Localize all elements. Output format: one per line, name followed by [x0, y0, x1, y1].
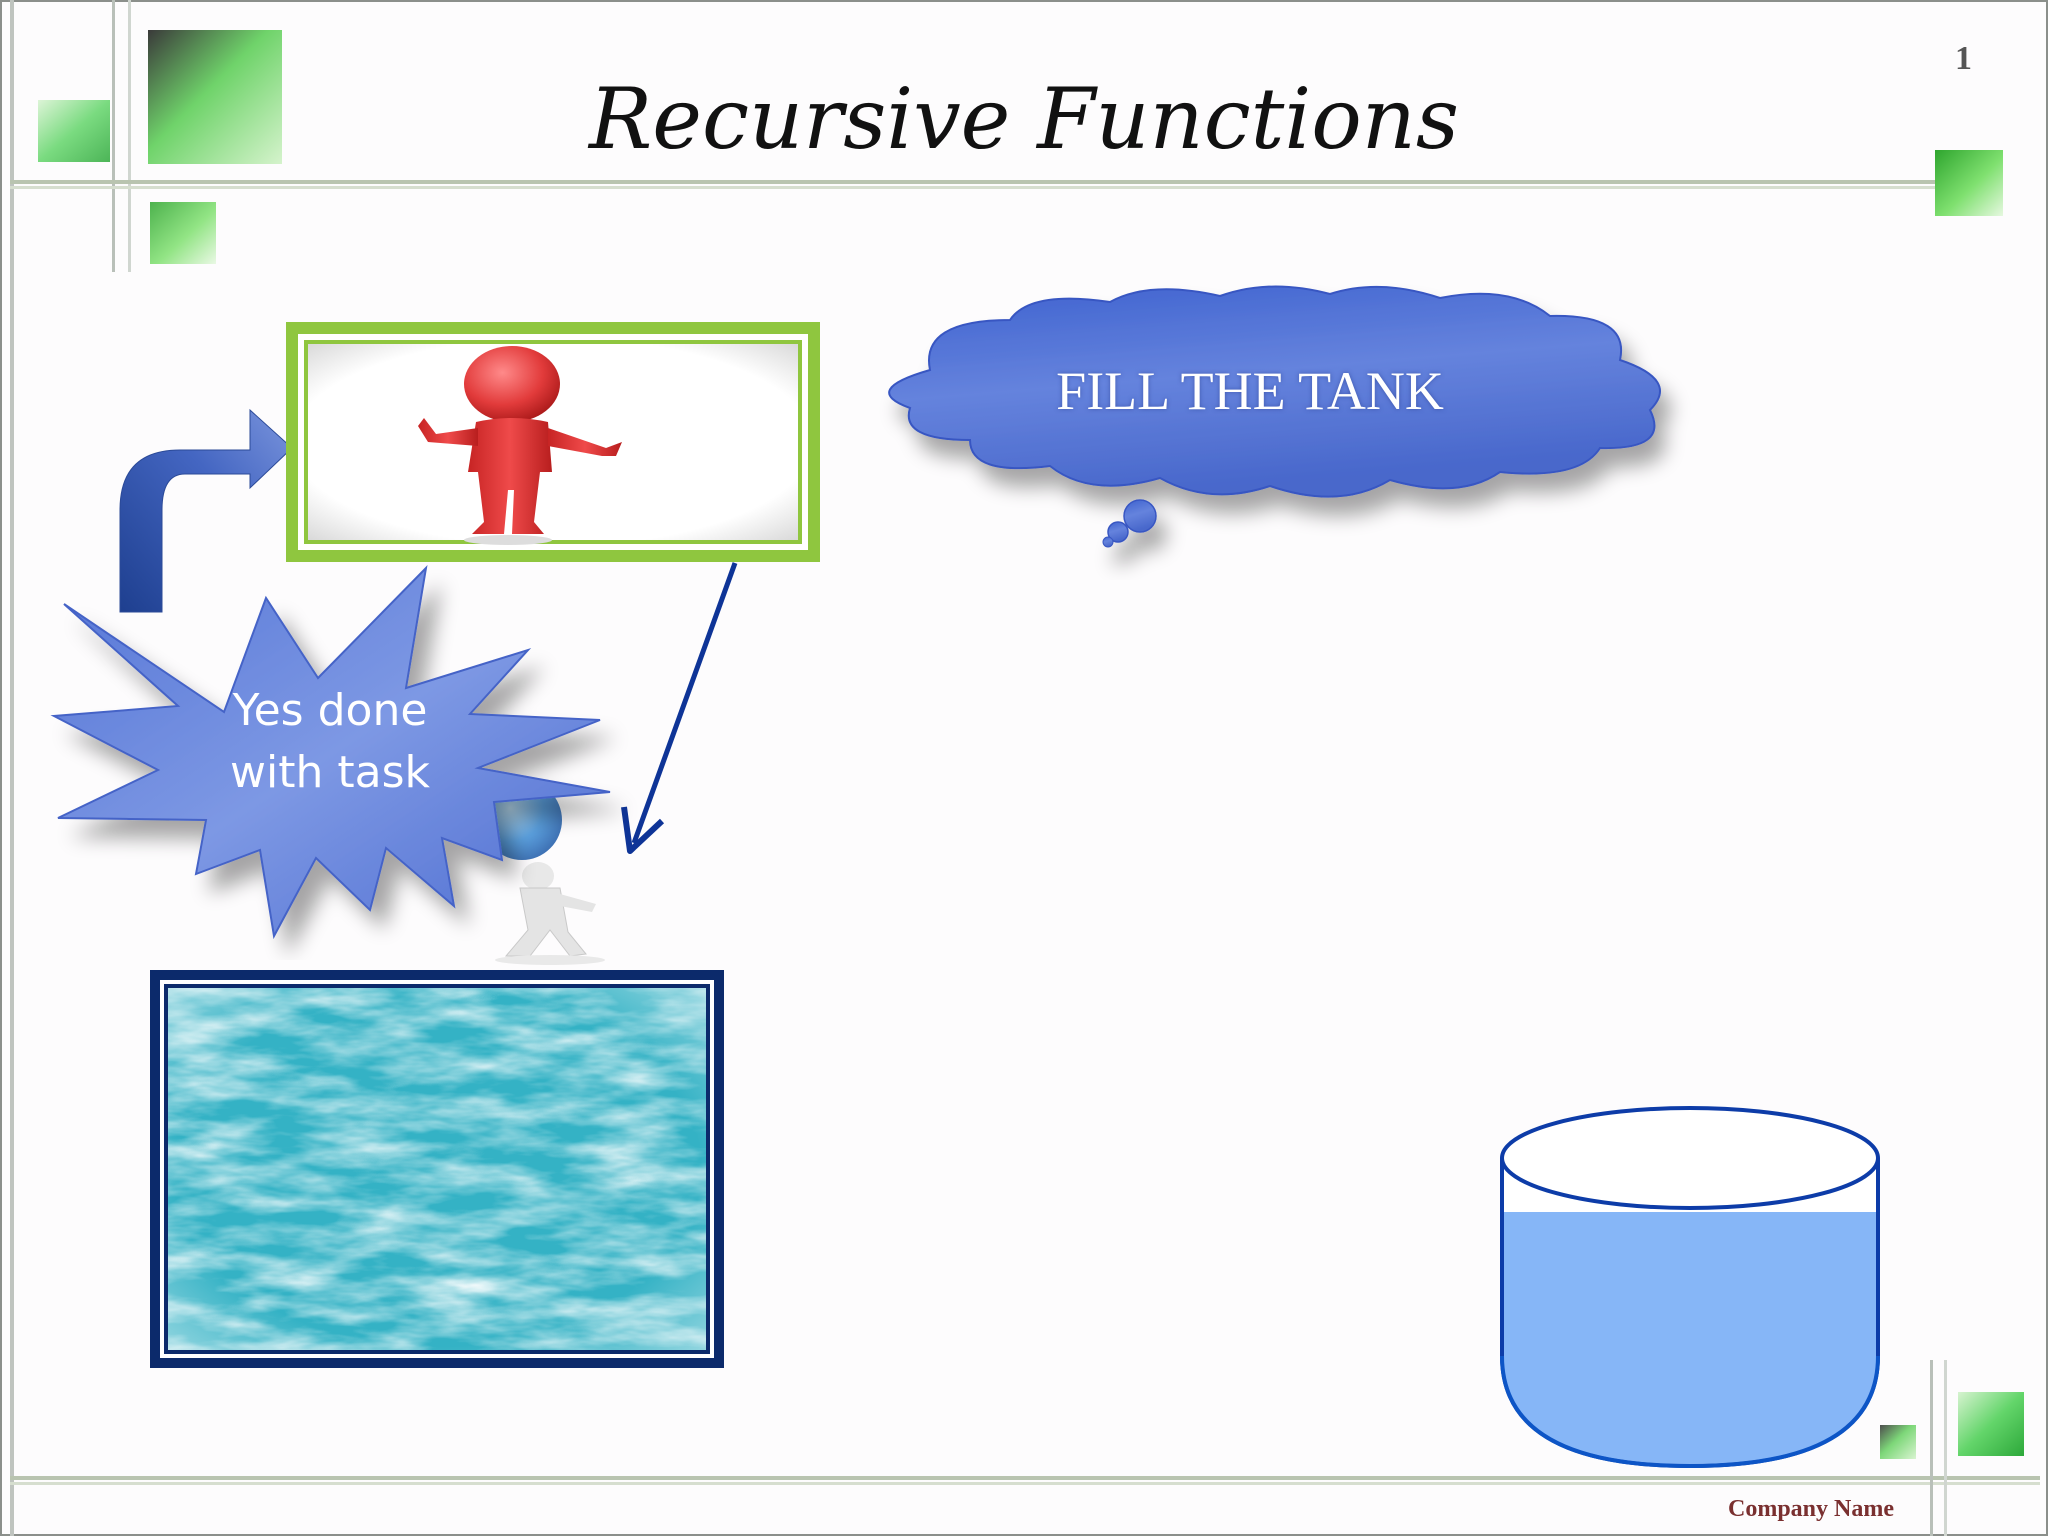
- cloud-text: FILL THE TANK: [960, 360, 1540, 422]
- water-picture-frame: [150, 970, 724, 1368]
- thought-cloud: [860, 280, 1720, 580]
- slide-title: Recursive Functions: [0, 70, 2048, 168]
- starburst-text: Yes done with task: [190, 680, 470, 804]
- footer-company-name: Company Name: [1728, 1496, 1894, 1523]
- slide-number: 1: [1955, 40, 1972, 78]
- figure-picture-frame: [286, 322, 820, 562]
- water-tank-icon: [1490, 1100, 1890, 1480]
- starburst-text-line1: Yes done: [190, 680, 470, 742]
- water-texture-icon: [168, 988, 706, 1350]
- starburst-text-line2: with task: [190, 742, 470, 804]
- red-person-figure-icon: [286, 322, 820, 562]
